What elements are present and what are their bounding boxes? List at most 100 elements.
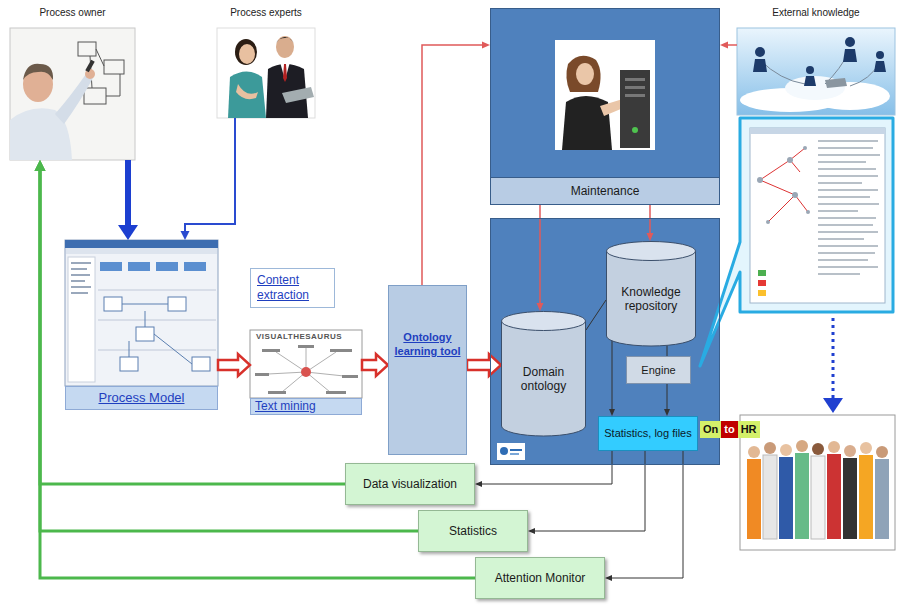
- arrow-head: [35, 160, 46, 171]
- box-label: Attention Monitor: [495, 571, 586, 586]
- engine-output-callout: [818, 259, 868, 261]
- link-label: Ontology learning tool: [393, 330, 462, 358]
- cylinder-outline: [502, 321, 586, 436]
- connector: [475, 451, 612, 487]
- engine-output-callout: [818, 210, 858, 212]
- visual-thesaurus-image: [268, 372, 306, 374]
- visual-thesaurus-image: [330, 349, 352, 352]
- maintenance-photo: [632, 127, 638, 133]
- connector: [218, 354, 250, 376]
- connector-line: [586, 300, 606, 330]
- users-photo: [859, 455, 873, 539]
- engine-output-callout: [792, 192, 798, 198]
- engine-output-callout: [757, 177, 763, 183]
- users-photo: [828, 441, 840, 453]
- process-model-screenshot: [104, 297, 122, 311]
- engine-output-callout: [818, 189, 878, 191]
- connector: [605, 451, 683, 581]
- engine-output-callout: [818, 140, 880, 275]
- arrow-head: [720, 42, 728, 49]
- process-owner-photo: [10, 28, 135, 160]
- process-owner-photo: [78, 42, 96, 56]
- process-model-screenshot: [100, 262, 206, 271]
- process-experts-photo: [217, 28, 315, 118]
- engine-output-callout: [760, 148, 808, 222]
- output-box: Statistics: [418, 510, 528, 552]
- process-owner-photo: [78, 42, 124, 104]
- users-photo: [763, 455, 777, 539]
- link-label: Content extraction: [257, 273, 328, 303]
- process-model-screenshot: [122, 304, 192, 364]
- engine-output-callout: [818, 161, 866, 163]
- arrow-head: [664, 409, 670, 416]
- process-model-screenshot: [65, 240, 218, 386]
- dotted-arrow: [823, 398, 843, 413]
- engine-output-callout: [700, 118, 893, 366]
- visual-thesaurus-image: [306, 352, 336, 372]
- engine-output-callout: [818, 147, 873, 149]
- connector: [35, 160, 476, 578]
- external-knowledge-photo: [753, 59, 767, 72]
- maintenance-panel-fill: [490, 8, 720, 205]
- connector-line: [40, 169, 345, 484]
- users-photo: [860, 442, 872, 454]
- engine-output-callout: [750, 128, 885, 134]
- engine-output-callout: [750, 128, 885, 303]
- link-label: Process Model: [65, 386, 218, 410]
- external-knowledge-photo: [760, 50, 880, 86]
- connector: [586, 300, 606, 330]
- cylinder-label: Domain ontology: [507, 365, 580, 393]
- process-owner-photo: [104, 60, 124, 74]
- process-model-screenshot: [71, 274, 90, 276]
- process-owner-photo: [84, 88, 106, 104]
- arrow-head: [35, 160, 46, 171]
- arrow-head: [537, 303, 544, 311]
- engine-output-callout: [818, 252, 875, 254]
- engine-output-callout: [700, 118, 893, 366]
- external-knowledge-photo: [804, 76, 816, 86]
- connector-line: [539, 205, 541, 305]
- users-photo: [764, 442, 776, 454]
- engine-output-callout: [758, 270, 766, 276]
- arrow-head: [118, 225, 138, 240]
- arrow-head: [528, 528, 535, 534]
- connector-line: [185, 118, 235, 233]
- connector: [720, 42, 737, 49]
- cylinder-outline: [607, 242, 696, 261]
- connector-line: [422, 45, 484, 285]
- engine-output-callout: [818, 168, 876, 170]
- process-model-screenshot: [65, 240, 218, 386]
- maintenance-photo: [625, 94, 645, 97]
- connector: [422, 42, 490, 286]
- engine-output-callout: [766, 220, 770, 224]
- external-knowledge-photo: [874, 61, 886, 72]
- process-experts-photo: [217, 28, 315, 118]
- panel-band: Maintenance: [491, 177, 719, 204]
- process-model-screenshot: [68, 257, 95, 382]
- users-photo: [875, 459, 889, 539]
- connector-line: [611, 451, 683, 578]
- hollow-arrow: [218, 354, 250, 376]
- process-model-screenshot: Process Model: [65, 240, 218, 410]
- users-photo: [795, 453, 809, 539]
- hollow-arrow: [362, 354, 388, 376]
- process-owner-photo: [23, 64, 53, 80]
- process-model-screenshot: [71, 292, 88, 294]
- connector: [667, 345, 668, 356]
- connector-line: [40, 169, 475, 578]
- process-model-screenshot: [71, 280, 85, 282]
- cylinder-outline: [607, 251, 696, 346]
- users-photo: [748, 446, 760, 458]
- users-photo: [843, 458, 857, 539]
- project-logo: [500, 447, 508, 455]
- users-photo: [780, 444, 792, 456]
- arrow-head: [181, 231, 190, 240]
- maintenance-panel: Maintenance: [490, 8, 720, 205]
- arrow-head: [35, 160, 46, 171]
- cylinder-outline: [502, 312, 586, 331]
- output-box: Attention Monitor: [475, 557, 605, 599]
- ontohr-panel-fill: [490, 218, 720, 465]
- visual-thesaurus-image: [326, 391, 346, 394]
- visual-thesaurus-image: [250, 330, 362, 398]
